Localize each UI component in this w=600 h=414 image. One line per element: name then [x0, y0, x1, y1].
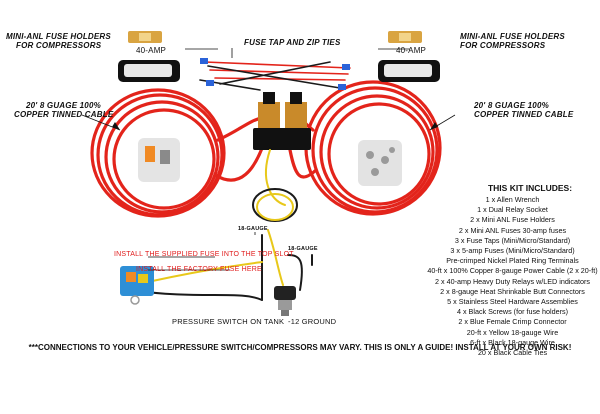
- right-hardware-bag: [358, 140, 402, 186]
- kit-item: 2 x Mini ANL Fuses 30-amp fuses: [458, 225, 567, 235]
- relays: [253, 92, 311, 150]
- fuse-holder-right-label: MINI-ANL FUSE HOLDERS FOR COMPRESSORS: [460, 32, 565, 50]
- gauge-18-label-b: 18-GAUGE: [288, 246, 318, 252]
- fuse-holder-left-line2: FOR COMPRESSORS: [16, 41, 102, 50]
- fuse-box: [120, 266, 154, 305]
- install-top-label: INSTALL THE SUPPLIED FUSE INTO THE TOP S…: [114, 251, 294, 258]
- pressure-switch: [274, 286, 296, 316]
- fuse-tap-bundle: [199, 58, 351, 91]
- kit-title: THIS KIT INCLUDES:: [487, 183, 573, 193]
- pressure-switch-label: PRESSURE SWITCH ON TANK: [172, 317, 285, 326]
- left-fuse-holder: [118, 60, 180, 82]
- kit-item: 1 x Dual Relay Socket: [477, 205, 548, 215]
- amp-left-label: 40-AMP: [136, 46, 167, 55]
- fuse-holder-left-label: MINI-ANL FUSE HOLDERS FOR COMPRESSORS: [6, 32, 111, 50]
- fuse-holder-right-line1: MINI-ANL FUSE HOLDERS: [460, 32, 565, 41]
- cable-right-line1: 20' 8 GUAGE 100%: [474, 101, 549, 110]
- cable-right-label: 20' 8 GUAGE 100% COPPER TINNED CABLE: [474, 101, 573, 119]
- kit-item: 40-ft x 100% Copper 8-gauge Power Cable …: [427, 266, 598, 276]
- kit-item: 6-ft x Black 18-gauge Wire: [470, 337, 555, 347]
- kit-item: 2 x 8-gauge Heat Shrinkable Butt Connect…: [440, 286, 585, 296]
- kit-item: Pre-crimped Nickel Plated Ring Terminals: [446, 256, 579, 266]
- kit-item: 4 x Black Screws (for fuse holders): [456, 307, 569, 317]
- kit-item: 2 x 40-amp Heavy Duty Relays w/LED indic…: [435, 276, 590, 286]
- gauge-18-label-a: 18-GAUGE: [238, 226, 268, 232]
- cable-left-label: 20' 8 GUAGE 100% COPPER TINNED CABLE: [14, 101, 113, 119]
- right-anl-fuse: [388, 31, 422, 43]
- kit-item: 20-ft x Yellow 18-gauge Wire: [466, 327, 559, 337]
- kit-item: 2 x Mini ANL Fuse Holders: [470, 215, 555, 225]
- kit-item: 1 x Allen Wrench: [485, 195, 540, 204]
- kit-item: 5 x Stainless Steel Hardware Assemblies: [447, 297, 578, 307]
- disclaimer: ***CONNECTIONS TO YOUR VEHICLE/PRESSURE …: [28, 343, 572, 352]
- right-fuse-holder: [378, 60, 440, 82]
- left-cable-coil: [90, 88, 267, 218]
- amp-right-label: 40-AMP: [396, 46, 427, 55]
- left-anl-fuse: [128, 31, 162, 43]
- kit-item: 3 x Fuse Taps (Mini/Micro/Standard): [454, 235, 571, 245]
- arrowheads: [112, 122, 438, 130]
- fuse-holder-right-line2: FOR COMPRESSORS: [460, 41, 546, 50]
- install-factory-label: INSTALL THE FACTORY FUSE HERE: [136, 266, 262, 273]
- cable-left-line2: COPPER TINNED CABLE: [14, 110, 114, 119]
- left-fuse-bag: [138, 138, 180, 182]
- cable-left-line1: 20' 8 GUAGE 100%: [26, 101, 101, 110]
- kit-item: 20 x Black Cable Ties: [477, 348, 548, 358]
- cable-right-line2: COPPER TINNED CABLE: [474, 110, 574, 119]
- ground-label: -12 GROUND: [288, 317, 337, 326]
- fuse-holder-left-line1: MINI-ANL FUSE HOLDERS: [6, 32, 111, 41]
- kit-item: 3 x 5-amp Fuses (Mini/Micro/Standard): [450, 246, 575, 256]
- fuse-tap-label: FUSE TAP AND ZIP TIES: [244, 38, 341, 47]
- kit-item: 2 x Blue Female Crimp Connector: [458, 317, 567, 327]
